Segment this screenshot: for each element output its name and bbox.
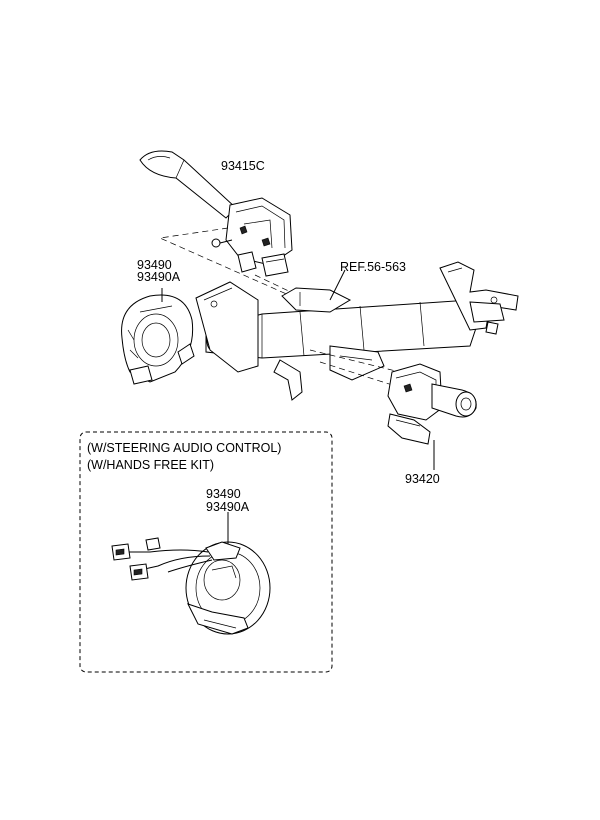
clock-spring-upper[interactable] [121,294,195,385]
inset-part-label-93490: 93490 [206,487,241,501]
inset-part-label-93490a: 93490A [206,500,250,514]
combination-switch-upper[interactable] [139,150,293,277]
combination-switch-lower[interactable] [387,363,477,445]
reference-label: REF.56-563 [340,260,407,274]
part-label-93490: 93490 [137,258,172,272]
part-label-93490a: 93490A [137,270,181,284]
part-label-93420: 93420 [405,472,440,486]
inset-caption-audio-control: (W/STEERING AUDIO CONTROL) [87,441,282,455]
clock-spring-inset[interactable] [111,537,271,635]
part-label-93415c: 93415C [221,159,265,173]
inset-box [79,431,333,673]
inset-caption-hands-free: (W/HANDS FREE KIT) [87,458,215,472]
steering-column [195,261,519,401]
